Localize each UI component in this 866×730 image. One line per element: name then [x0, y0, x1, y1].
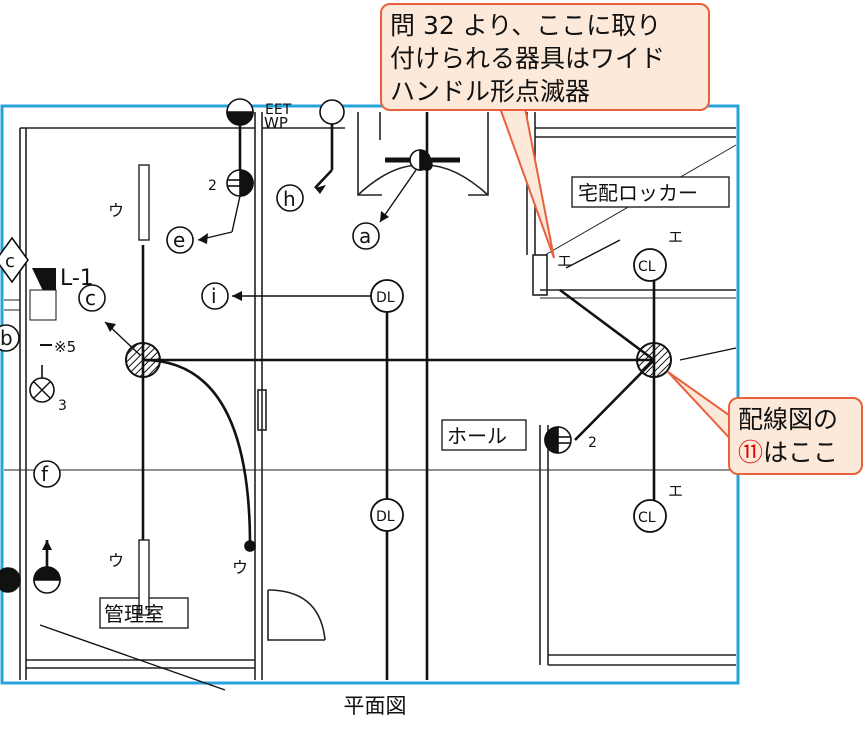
callout-right-pointer	[667, 371, 737, 448]
label-2-hall: 2	[588, 435, 597, 451]
ceiling-light-top	[633, 248, 667, 282]
room-delivery-locker: 宅配ロッカー	[578, 181, 698, 205]
dl-label-bottom: DL	[376, 509, 395, 525]
letter-h: h	[283, 187, 296, 211]
label-e-3: エ	[557, 252, 572, 270]
room-admin: 管理室	[104, 602, 164, 626]
label-3: 3	[58, 398, 67, 414]
callout-top-line2: 付けられる器具はワイド	[390, 44, 666, 73]
cl-label-bottom: CL	[638, 510, 656, 526]
room-hall: ホール	[447, 424, 507, 448]
label-l1: L-1	[60, 266, 94, 291]
label-u-2: ウ	[108, 551, 124, 570]
downlight-bottom	[370, 498, 404, 532]
label-u-3: ウ	[232, 558, 248, 577]
label-u-1: ウ	[108, 201, 124, 220]
junction-box-left	[125, 342, 161, 378]
callout-top-line3: ハンドル形点滅器	[390, 77, 591, 106]
letter-c: c	[85, 286, 96, 310]
callout-right-line2: はここ	[763, 438, 839, 467]
letter-e: e	[173, 228, 185, 252]
callout-right: 配線図の ⑪はここ	[728, 397, 863, 475]
callout-right-line1: 配線図の	[738, 405, 839, 434]
letter-a: a	[359, 224, 371, 248]
label-wp: WP	[264, 114, 288, 132]
callout-right-number: ⑪	[738, 438, 764, 467]
callout-right-line2-wrap: ⑪はここ	[738, 436, 853, 469]
cl-label-top: CL	[638, 259, 656, 275]
downlight-top	[370, 279, 404, 313]
diamond-c: c	[5, 251, 15, 272]
label-wp-top: EET	[265, 102, 292, 118]
note-5: ※5	[54, 338, 76, 356]
label-2-top: 2	[208, 178, 217, 194]
label-e-2: エ	[668, 482, 683, 500]
junction-box-right	[636, 342, 672, 378]
label-e-1: エ	[668, 228, 683, 246]
dl-label-top: DL	[376, 290, 395, 306]
letter-b: b	[0, 326, 13, 350]
callout-top-line1: 問 32 より、ここに取り	[390, 11, 662, 40]
plan-frame	[0, 104, 740, 685]
letter-f: f	[41, 462, 49, 486]
figure-caption: 平面図	[343, 694, 407, 718]
ceiling-light-bottom	[633, 499, 667, 533]
callout-top: 問 32 より、ここに取り 付けられる器具はワイド ハンドル形点滅器	[380, 3, 710, 111]
letter-i: i	[211, 284, 217, 308]
